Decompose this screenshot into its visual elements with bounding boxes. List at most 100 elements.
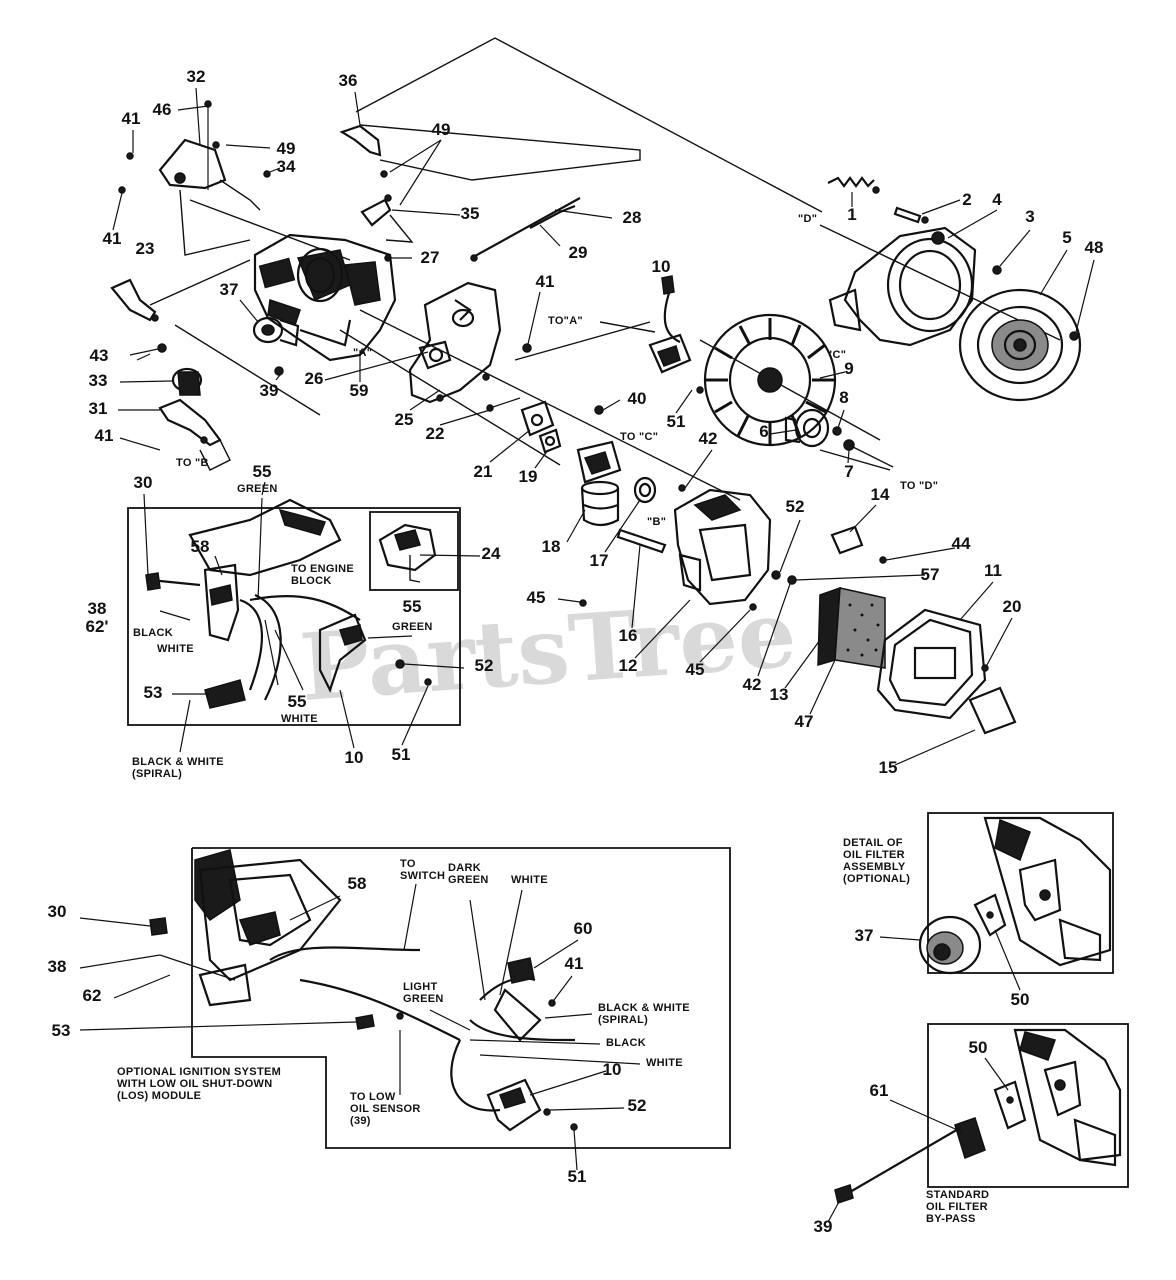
- label-l_detail-line: DETAIL OF: [843, 837, 903, 849]
- callout-c15: 15: [879, 758, 898, 777]
- callout-c14: 14: [871, 485, 890, 504]
- label-l_white1-line: WHITE: [157, 643, 194, 655]
- callout-c51a: 51: [667, 412, 686, 431]
- label-l_black2: BLACK: [606, 1037, 646, 1049]
- label-l_optional-line: (LOS) MODULE: [117, 1090, 201, 1102]
- label-l_bw1-line: BLACK & WHITE: [132, 756, 224, 768]
- label-l_tob-line: TO "B: [176, 457, 209, 469]
- label-l_optional-line: OPTIONAL IGNITION SYSTEM: [117, 1066, 281, 1078]
- exploded-view-top: [110, 37, 1082, 735]
- label-l_d: "D": [798, 213, 817, 225]
- callout-c9: 9: [844, 359, 853, 378]
- bracket-14-part: [830, 525, 864, 555]
- label-l_d-line: "D": [798, 213, 817, 225]
- ignition-inset-frame: [127, 507, 461, 726]
- callout-c10c: 10: [603, 1060, 622, 1079]
- callout-c38a: 38: [88, 599, 107, 618]
- label-l_black2-line: BLACK: [606, 1037, 646, 1049]
- label-l_toengine-line: BLOCK: [291, 575, 332, 587]
- callout-c47: 47: [795, 712, 814, 731]
- label-l_black1: BLACK: [133, 627, 173, 639]
- gasket-26-part: [418, 340, 452, 370]
- callout-c58a: 58: [191, 537, 210, 556]
- callout-c59: 59: [350, 381, 369, 400]
- label-l_bw1-line: (SPIRAL): [132, 768, 182, 780]
- label-l_tolow-line: (39): [350, 1115, 371, 1127]
- callout-c41a: 41: [122, 109, 141, 128]
- engine-block-part: [253, 233, 397, 362]
- air-filter-cover-11-part: [876, 608, 987, 720]
- callout-c30a: 30: [134, 473, 153, 492]
- callout-c37a: 37: [220, 280, 239, 299]
- standard-bypass-panel: [834, 1023, 1129, 1204]
- label-l_standard-line: STANDARD: [926, 1189, 989, 1201]
- bracket-36-part: [339, 124, 382, 157]
- label-l_toc: TO "C": [620, 431, 658, 443]
- gasket-21-part: [520, 400, 555, 437]
- filter-33-part: [171, 367, 203, 396]
- callout-c52b: 52: [475, 656, 494, 675]
- label-l_c-line: "C": [827, 349, 846, 361]
- label-l_b: "B": [647, 516, 666, 528]
- gasket-17-part: [633, 476, 657, 504]
- callout-c26: 26: [305, 369, 324, 388]
- watermark-text: PartsTree: [297, 580, 800, 722]
- callout-c13: 13: [770, 685, 789, 704]
- label-l_white1: WHITE: [157, 643, 194, 655]
- callout-c62a: 62': [86, 617, 109, 636]
- leader-lines: [112, 87, 1095, 1223]
- label-l_white2: WHITE: [281, 713, 318, 725]
- callout-c50a: 50: [1011, 990, 1030, 1009]
- label-l_toc-line: TO "C": [620, 431, 658, 443]
- bracket-32-part: [158, 138, 227, 190]
- callout-c19: 19: [519, 467, 538, 486]
- clip-16-part: [616, 528, 667, 554]
- label-l_toa: TO"A": [548, 315, 583, 327]
- callout-c41c: 41: [95, 426, 114, 445]
- callout-c8: 8: [839, 388, 848, 407]
- callout-c18: 18: [542, 537, 561, 556]
- label-l_green2-line: GREEN: [392, 621, 433, 633]
- label-l_white3: WHITE: [511, 874, 548, 886]
- oil-filter-37-part: [252, 316, 300, 347]
- callout-c36: 36: [339, 71, 358, 90]
- flywheel-9-part: [703, 313, 837, 447]
- label-l_black1-line: BLACK: [133, 627, 173, 639]
- label-l_toengine-line: TO ENGINE: [291, 563, 354, 575]
- label-l_green1: GREEN: [237, 483, 278, 495]
- callout-c60: 60: [574, 919, 593, 938]
- callout-c62b: 62: [83, 986, 102, 1005]
- callout-c25: 25: [395, 410, 414, 429]
- callout-c32a: 32: [187, 67, 206, 86]
- callout-c48: 48: [1085, 238, 1104, 257]
- callout-c1: 1: [847, 205, 856, 224]
- callout-c39a: 39: [260, 381, 279, 400]
- callout-c43: 43: [90, 346, 109, 365]
- crankcase-cover-25-part: [408, 281, 502, 404]
- bracket-31-part: [158, 398, 222, 447]
- callout-c27: 27: [421, 248, 440, 267]
- pad-15-part: [968, 686, 1017, 735]
- carburetor-18-part: [576, 440, 622, 527]
- callout-c55b: 55: [403, 597, 422, 616]
- callout-c17: 17: [590, 551, 609, 570]
- label-l_ltgreen-line: LIGHT: [403, 981, 438, 993]
- callout-c30b: 30: [48, 902, 67, 921]
- label-l_detail-line: (OPTIONAL): [843, 873, 910, 885]
- callout-c50b: 50: [969, 1038, 988, 1057]
- callout-c44: 44: [952, 534, 971, 553]
- label-l_bw1: BLACK & WHITE(SPIRAL): [132, 756, 224, 780]
- label-l_dkgreen-line: DARK: [448, 862, 481, 874]
- callout-c24: 24: [482, 544, 501, 563]
- clip-2-part: [893, 206, 929, 224]
- callout-c21: 21: [474, 462, 493, 481]
- annotation-labels: "D""C"TO"A""A"TO "C"TO "D""B"TO "BGREENT…: [117, 213, 989, 1225]
- label-l_green2: GREEN: [392, 621, 433, 633]
- label-l_toswitch-line: TO: [400, 858, 416, 870]
- callout-c37b: 37: [855, 926, 874, 945]
